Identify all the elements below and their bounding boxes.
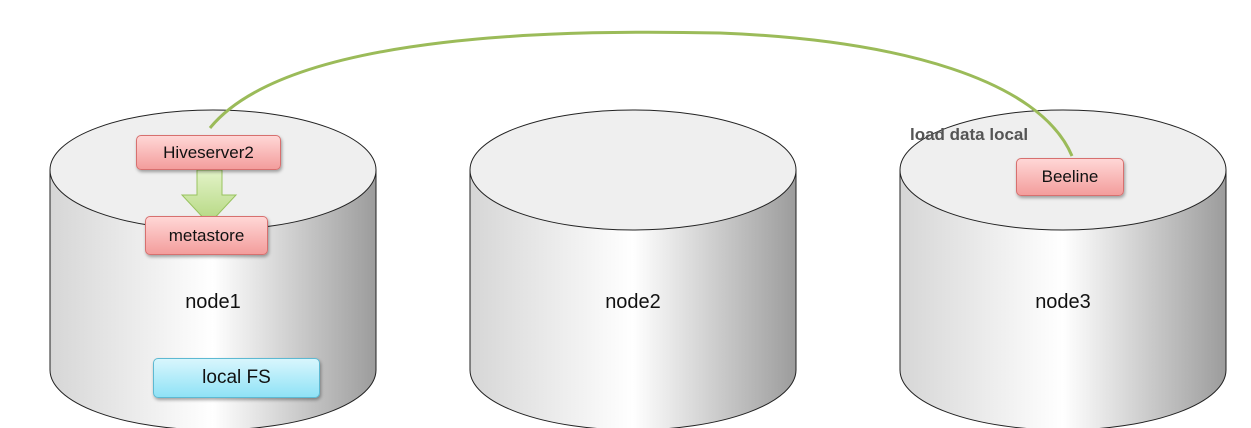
local-fs-label: local FS — [202, 367, 271, 388]
metastore-label: metastore — [168, 225, 245, 245]
connection-curve — [208, 30, 1074, 157]
node1-label: node1 — [185, 291, 241, 313]
connection-label: load data local — [910, 125, 1029, 144]
node2-label: node2 — [605, 291, 661, 313]
node3-label: node3 — [1035, 291, 1091, 313]
beeline-box: Beeline — [1016, 158, 1124, 196]
down-arrow-icon — [180, 169, 238, 225]
metastore-box: metastore — [145, 216, 268, 255]
beeline-label: Beeline — [1041, 167, 1099, 186]
hiveserver2-box: Hiveserver2 — [136, 135, 281, 170]
local-fs-box: local FS — [153, 358, 320, 398]
hiveserver2-label: Hiveserver2 — [163, 142, 254, 162]
node2-cylinder — [469, 109, 797, 428]
